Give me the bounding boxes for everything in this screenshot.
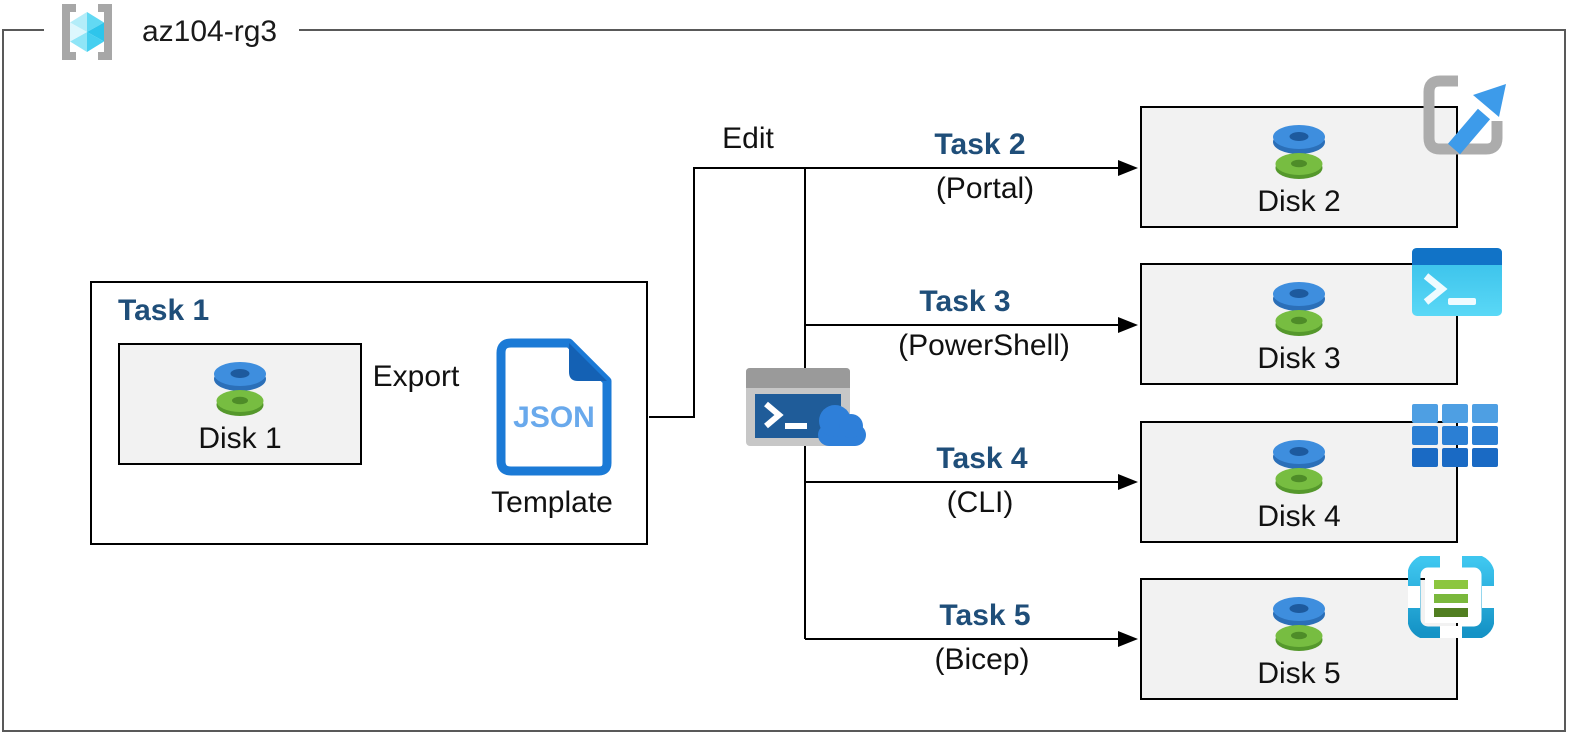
task3-title: Task 3 — [919, 285, 1011, 318]
managed-disk-icon — [1273, 596, 1325, 651]
task4-method: (CLI) — [946, 486, 1014, 519]
disk1-node: Disk 1 — [118, 343, 362, 465]
json-template-icon: JSON — [496, 338, 612, 476]
task3-method: (PowerShell) — [898, 329, 1070, 362]
task2-title: Task 2 — [934, 128, 1026, 161]
task5-method: (Bicep) — [934, 643, 1030, 676]
powershell-icon — [1412, 248, 1502, 316]
disk3-label: Disk 3 — [1257, 341, 1341, 375]
task4-title: Task 4 — [936, 442, 1028, 475]
disk5-label: Disk 5 — [1257, 656, 1341, 690]
export-label: Export — [372, 360, 460, 393]
managed-disk-icon — [1273, 281, 1325, 336]
azure-portal-icon — [1416, 68, 1512, 162]
disk3-node: Disk 3 — [1140, 263, 1458, 385]
task4-arrowhead — [1118, 474, 1138, 490]
disk4-label: Disk 4 — [1257, 499, 1341, 533]
bicep-icon — [1407, 554, 1495, 640]
task5-title: Task 5 — [939, 599, 1031, 632]
disk1-label: Disk 1 — [198, 421, 282, 455]
task3-arrowhead — [1118, 317, 1138, 333]
json-icon-text: JSON — [513, 401, 595, 434]
managed-disk-icon — [1273, 439, 1325, 494]
edit-connector-line — [649, 167, 1120, 418]
task2-arrowhead — [1118, 160, 1138, 176]
task2-method: (Portal) — [935, 172, 1035, 205]
resource-group-header: az104-rg3 — [44, 1, 300, 63]
managed-disk-icon — [214, 361, 266, 416]
disk2-node: Disk 2 — [1140, 106, 1458, 228]
azure-cli-icon — [1410, 402, 1500, 470]
disk4-node: Disk 4 — [1140, 421, 1458, 543]
managed-disk-icon — [1273, 124, 1325, 179]
cloud-shell-icon — [746, 368, 868, 458]
task1-title: Task 1 — [118, 294, 210, 327]
resource-group-icon — [62, 4, 112, 60]
cloud-glyph — [818, 405, 866, 446]
disk2-label: Disk 2 — [1257, 184, 1341, 218]
edit-label: Edit — [722, 122, 774, 155]
disk5-node: Disk 5 — [1140, 578, 1458, 700]
template-label: Template — [491, 486, 613, 519]
task5-arrowhead — [1118, 631, 1138, 647]
resource-group-name: az104-rg3 — [142, 15, 278, 48]
